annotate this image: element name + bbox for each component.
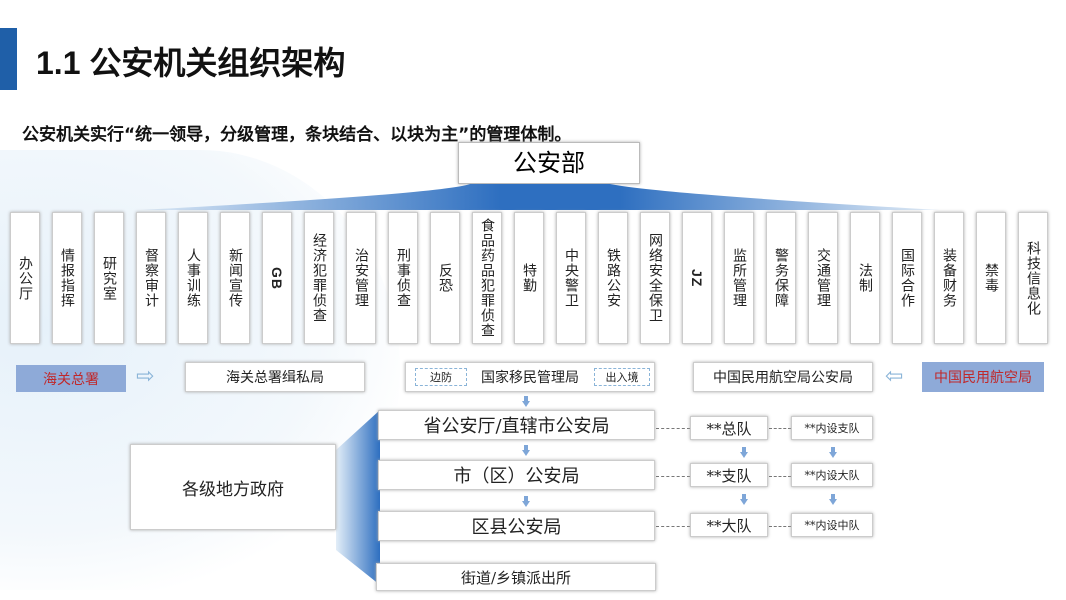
department-box: 国际合作 [892,212,922,344]
department-label: 科技信息化 [1025,240,1041,316]
brigade-box: **大队 [690,513,768,537]
department-label: 经济犯罪侦查 [311,233,327,323]
department-box: 反恐 [430,212,460,344]
connector-line [769,428,791,429]
department-label: 情报指挥 [59,248,75,308]
border-defense-tag: 边防 [415,368,467,386]
detachment-box: **支队 [690,463,768,487]
department-label: 办公厅 [17,255,33,301]
department-label: 治安管理 [353,248,369,308]
department-box: 人事训练 [178,212,208,344]
customs-box: 海关总署 [16,365,126,392]
department-box: 禁毒 [976,212,1006,344]
customs-antismuggling-box: 海关总署缉私局 [185,362,365,392]
department-box: 情报指挥 [52,212,82,344]
department-box: 科技信息化 [1018,212,1048,344]
page-subtitle: 公安机关实行“统一领导，分级管理，条块结合、以块为主”的管理体制。 [22,125,572,145]
down-arrow-icon [829,447,837,458]
internal-brigade-box: **内设大队 [791,463,873,487]
corps-box: **总队 [690,416,768,440]
department-label: 食品药品犯罪侦查 [479,218,495,338]
department-box: JZ [682,212,712,344]
right-arrow-icon: ⇨ [136,364,155,389]
down-arrow-icon [740,494,748,505]
department-label: 交通管理 [815,248,831,308]
department-label: 新闻宣传 [227,248,243,308]
department-label: 督察审计 [143,248,159,308]
department-label: 法制 [857,263,873,293]
department-label: 监所管理 [731,248,747,308]
department-label: 中央警卫 [563,248,579,308]
department-box: 经济犯罪侦查 [304,212,334,344]
internal-detachment-box: **内设支队 [791,416,873,440]
department-label: 禁毒 [983,263,999,293]
police-station-box: 街道/乡镇派出所 [376,563,656,591]
page-title: 1.1 公安机关组织架构 [36,45,346,81]
department-box: GB [262,212,292,344]
department-label: 刑事侦查 [395,248,411,308]
down-arrow-icon [740,447,748,458]
immigration-box: 边防 国家移民管理局 出入境 [405,362,655,392]
department-label: 研究室 [101,255,117,301]
department-label: 装备财务 [941,248,957,308]
department-box: 中央警卫 [556,212,586,344]
down-arrow-icon [522,445,530,456]
department-box: 办公厅 [10,212,40,344]
title-accent-bar [0,28,17,90]
department-box: 警务保障 [766,212,796,344]
department-box: 督察审计 [136,212,166,344]
ministry-wedge [140,184,940,210]
caac-box: 中国民用航空局 [922,362,1044,392]
county-police-box: 区县公安局 [378,511,655,541]
department-label: 反恐 [437,263,453,293]
down-arrow-icon [829,494,837,505]
department-label: 国际合作 [899,248,915,308]
department-label: 网络安全保卫 [647,233,663,323]
department-box: 网络安全保卫 [640,212,670,344]
department-label: 特勤 [521,263,537,293]
province-police-box: 省公安厅/直辖市公安局 [378,410,655,440]
department-label: JZ [689,268,705,288]
entry-exit-tag: 出入境 [594,368,650,386]
department-label: 铁路公安 [605,248,621,308]
ministry-box: 公安部 [458,142,640,184]
department-box: 治安管理 [346,212,376,344]
department-label: 人事训练 [185,248,201,308]
department-box: 法制 [850,212,880,344]
caac-police-box: 中国民用航空局公安局 [693,362,873,392]
local-government-box: 各级地方政府 [130,444,336,530]
down-arrow-icon [522,396,530,407]
department-box: 研究室 [94,212,124,344]
local-gov-wedge [336,410,380,585]
connector-line [656,526,690,527]
internal-squad-box: **内设中队 [791,513,873,537]
department-label: 警务保障 [773,248,789,308]
connector-line [769,476,791,477]
immigration-label: 国家移民管理局 [481,370,579,386]
department-box: 特勤 [514,212,544,344]
down-arrow-icon [522,496,530,507]
department-box: 铁路公安 [598,212,628,344]
connector-line [656,476,690,477]
department-box: 监所管理 [724,212,754,344]
department-box: 刑事侦查 [388,212,418,344]
department-box: 交通管理 [808,212,838,344]
department-box: 新闻宣传 [220,212,250,344]
city-police-box: 市（区）公安局 [378,460,655,490]
connector-line [769,526,791,527]
department-label: GB [269,266,285,290]
department-box: 装备财务 [934,212,964,344]
connector-line [656,428,690,429]
department-box: 食品药品犯罪侦查 [472,212,502,344]
left-arrow-icon: ⇦ [885,364,904,389]
